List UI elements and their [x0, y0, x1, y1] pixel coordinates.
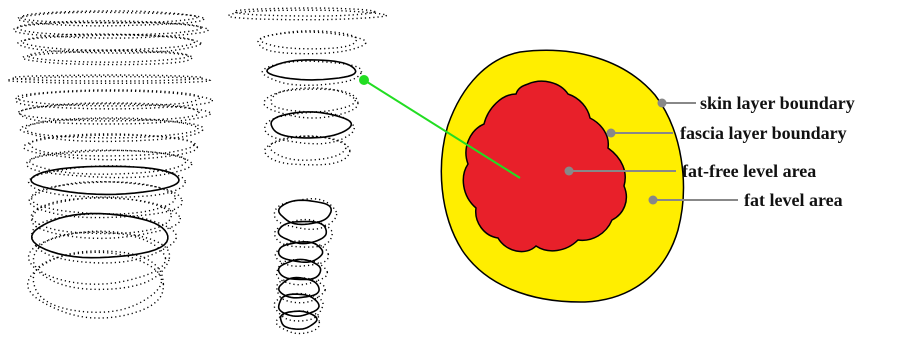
selected-slice-marker [359, 75, 369, 85]
left-contour-stack [7, 11, 212, 318]
dotted-contour-slice [30, 134, 194, 156]
dotted-contour-slice [7, 77, 210, 84]
dotted-contour-slice [22, 51, 192, 64]
dotted-contour-slice [13, 23, 208, 39]
fat-free-marker-dot [565, 167, 574, 176]
skin-layer-boundary-label: skin layer boundary [700, 93, 855, 113]
dotted-contour-slice [31, 198, 171, 234]
contour-slice [267, 60, 356, 80]
fat-marker-dot [649, 196, 658, 205]
dotted-contour-slice [27, 150, 192, 177]
dotted-contour-slice [260, 31, 356, 49]
skin-marker-dot [658, 99, 667, 108]
dotted-contour-slice [33, 252, 161, 312]
dotted-contour-slice [234, 8, 374, 16]
dotted-contour-slice [23, 34, 195, 50]
dotted-contour-slice [16, 90, 200, 106]
dotted-contour-slice [264, 89, 358, 118]
dotted-contour-slice [29, 50, 189, 62]
dotted-contour-slice [20, 119, 203, 141]
fascia-marker-dot [607, 129, 616, 138]
dotted-contour-slice [13, 75, 203, 81]
contour-slice [31, 166, 179, 194]
dotted-contour-slice [19, 103, 200, 121]
fascia-layer-boundary-label: fascia layer boundary [680, 123, 847, 143]
fat-level-area-label: fat level area [744, 190, 843, 210]
lower-middle-contour-stack [274, 199, 337, 334]
upper-middle-contour-stack [228, 8, 386, 165]
dotted-contour-slice [258, 32, 366, 54]
fat-free-level-area-label: fat-free level area [682, 161, 816, 181]
dotted-contour-slice [24, 135, 198, 160]
dotted-contour-slice [28, 251, 164, 318]
dotted-contour-slice [18, 35, 201, 53]
contour-slice [279, 200, 332, 224]
dotted-contour-slice [270, 136, 346, 160]
